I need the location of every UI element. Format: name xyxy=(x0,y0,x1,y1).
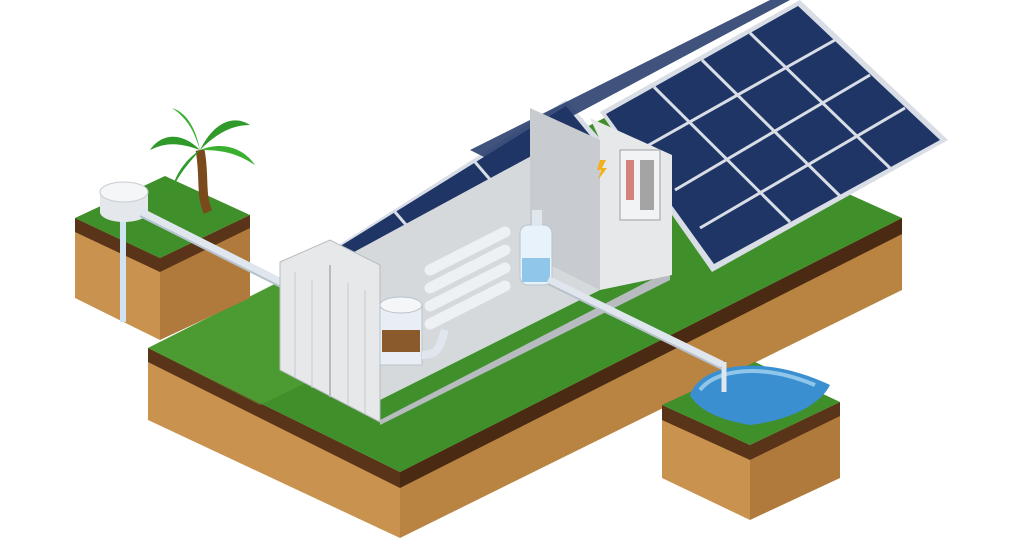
prefilter-tank xyxy=(379,296,449,366)
left-soil-band xyxy=(75,215,250,272)
solar-array-right xyxy=(600,0,948,272)
sediment xyxy=(382,330,420,352)
lightning-icon xyxy=(597,160,607,180)
inlet-pipe xyxy=(137,207,288,290)
right-soil-band xyxy=(662,402,840,460)
membrane-tubes xyxy=(424,226,511,330)
inlet-pipe-shade xyxy=(139,215,286,290)
main-soil-dark-band-right xyxy=(400,218,902,488)
product-water-tank xyxy=(519,210,553,286)
outlet-pipe xyxy=(546,276,724,369)
water-storage-bladder xyxy=(690,362,830,425)
main-soil-right-face xyxy=(400,218,902,538)
solar-panel-right xyxy=(606,6,940,264)
palm-tree xyxy=(150,108,255,214)
main-soil-dark-band-left xyxy=(148,348,400,488)
right-soil-right-face xyxy=(750,402,840,520)
right-soil-left-face xyxy=(662,405,750,520)
well-tank xyxy=(99,181,149,222)
main-soil-left-face xyxy=(148,348,400,538)
outlet-pipe-shade xyxy=(547,283,723,370)
left-soil-right-face xyxy=(160,215,250,340)
